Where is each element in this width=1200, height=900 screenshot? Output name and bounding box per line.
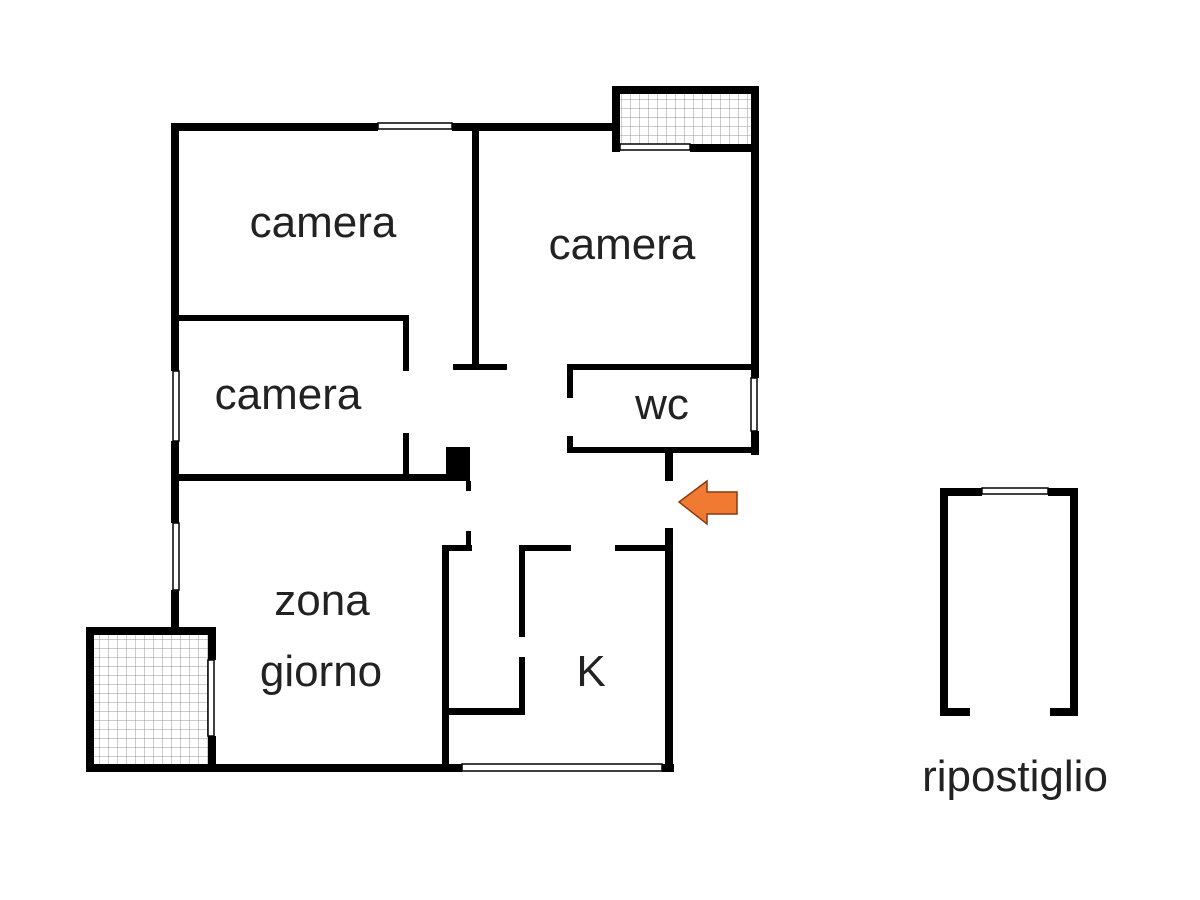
room-label-storage: ripostiglio	[922, 752, 1108, 801]
room-label-wc: wc	[634, 380, 689, 429]
room-label-zona: zona	[274, 576, 370, 625]
room-label-kitchen: K	[576, 647, 605, 696]
room-label-camera-top-left: camera	[250, 198, 397, 247]
room-label-camera-middle: camera	[215, 370, 362, 419]
balcony-bottom-left	[86, 627, 216, 772]
arrow-left-icon	[677, 479, 738, 526]
room-label-camera-top-right: camera	[549, 220, 696, 269]
storage-room-walls	[940, 487, 1078, 716]
room-label-giorno: giorno	[260, 647, 382, 696]
balcony-top-right	[612, 86, 759, 154]
interior-walls	[179, 131, 751, 772]
outer-walls	[86, 122, 759, 772]
